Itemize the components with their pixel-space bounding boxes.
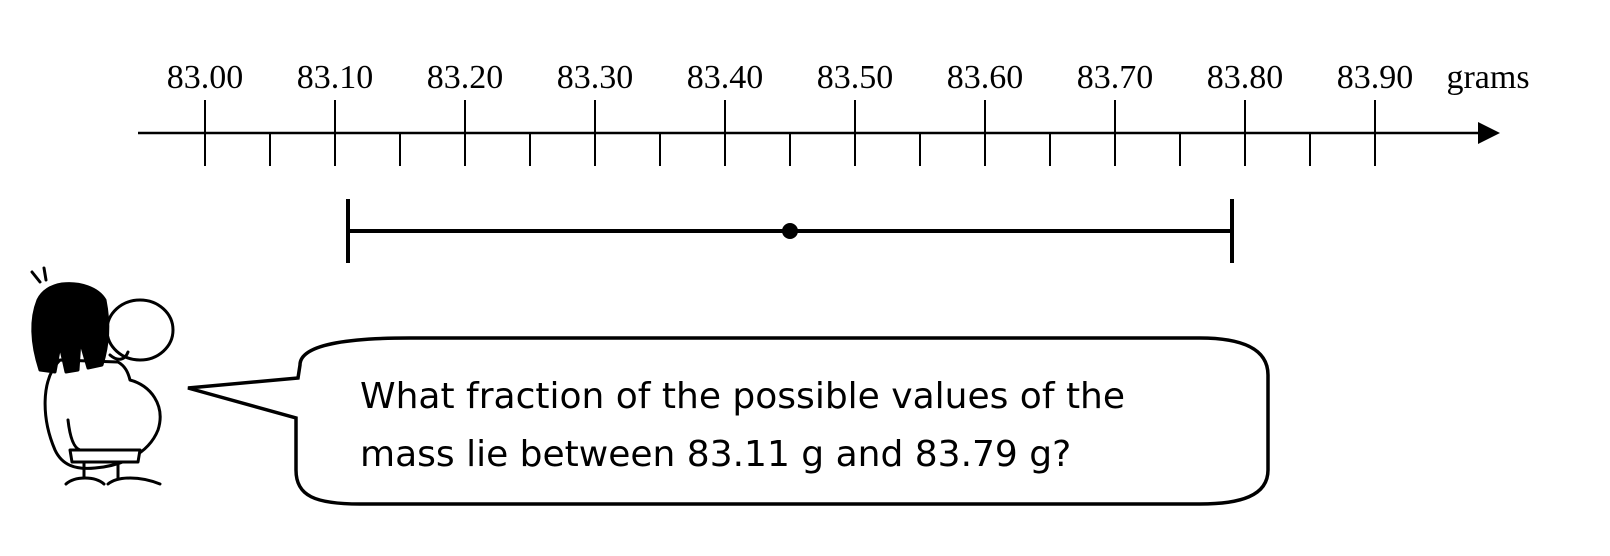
character-feet bbox=[64, 476, 162, 486]
character-nose bbox=[105, 298, 175, 362]
interval-midpoint-dot bbox=[782, 223, 798, 239]
character-hair-tuft bbox=[30, 266, 48, 284]
tick-label: 83.10 bbox=[297, 59, 374, 96]
unit-label: grams bbox=[1446, 59, 1529, 96]
tick-label: 83.50 bbox=[817, 59, 894, 96]
tick-label: 83.40 bbox=[687, 59, 764, 96]
character-mouth bbox=[108, 350, 130, 361]
speech-text-line-1: What fraction of the possible values of … bbox=[360, 376, 1125, 417]
tick-label: 83.20 bbox=[427, 59, 504, 96]
speech-text-line-2: mass lie between 83.11 g and 83.79 g? bbox=[360, 434, 1071, 475]
speech-bubble bbox=[187, 336, 1270, 506]
tick-marks bbox=[204, 100, 1376, 166]
tick-label: 83.30 bbox=[557, 59, 634, 96]
character-hair bbox=[31, 282, 110, 374]
tick-label: 83.70 bbox=[1077, 59, 1154, 96]
axis-arrowhead bbox=[1478, 122, 1500, 144]
cartoon-person-illustration bbox=[30, 266, 175, 486]
tick-label: 83.90 bbox=[1337, 59, 1414, 96]
interval-bracket bbox=[346, 199, 1234, 263]
character-shorts bbox=[68, 448, 142, 464]
tick-label: 83.60 bbox=[947, 59, 1024, 96]
tick-label: 83.00 bbox=[167, 59, 244, 96]
tick-labels: 83.00 83.10 83.20 83.30 83.40 83.50 83.60 83.70… bbox=[167, 59, 1414, 96]
tick-label: 83.80 bbox=[1207, 59, 1284, 96]
